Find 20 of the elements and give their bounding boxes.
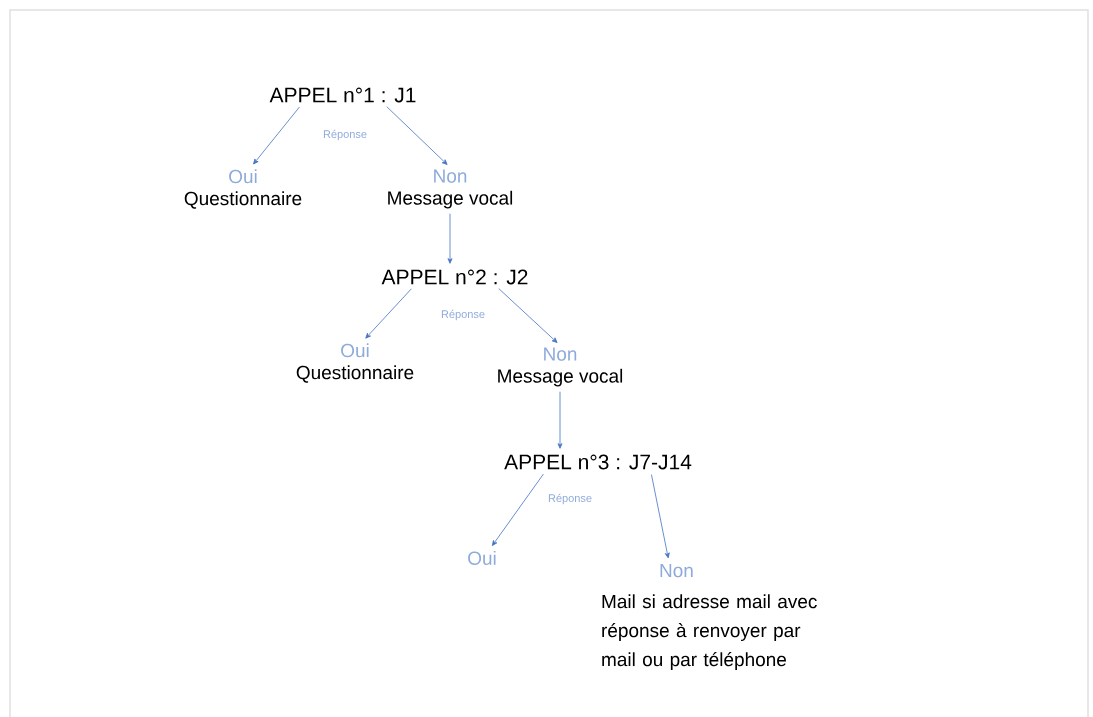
arrow	[386, 106, 448, 165]
call-title: APPEL n°1 : J1	[269, 87, 416, 103]
answer-text: Non Message vocal	[498, 347, 623, 387]
answer-text: Oui Questionnaire	[184, 169, 302, 209]
arrow	[365, 288, 412, 339]
arrow	[447, 213, 453, 264]
call-title: APPEL n°3 : J7-J14	[504, 454, 692, 470]
answer-text: Non Mail si adresse mail avec réponse à renvoyer par mail ou par téléphone	[602, 564, 817, 670]
answer-text: Oui Questionnaire	[296, 343, 414, 383]
arrow	[651, 474, 670, 559]
call-title: APPEL n°2 : J2	[381, 269, 528, 285]
answer-text: Oui	[468, 551, 496, 565]
response-label: Réponse	[323, 129, 367, 141]
answer-text: Non Message vocal	[388, 169, 513, 209]
arrow	[253, 106, 300, 165]
arrow	[557, 391, 563, 449]
response-label: Réponse	[548, 493, 592, 505]
response-label: Réponse	[441, 309, 485, 321]
arrow	[498, 288, 558, 343]
arrow	[491, 473, 544, 546]
